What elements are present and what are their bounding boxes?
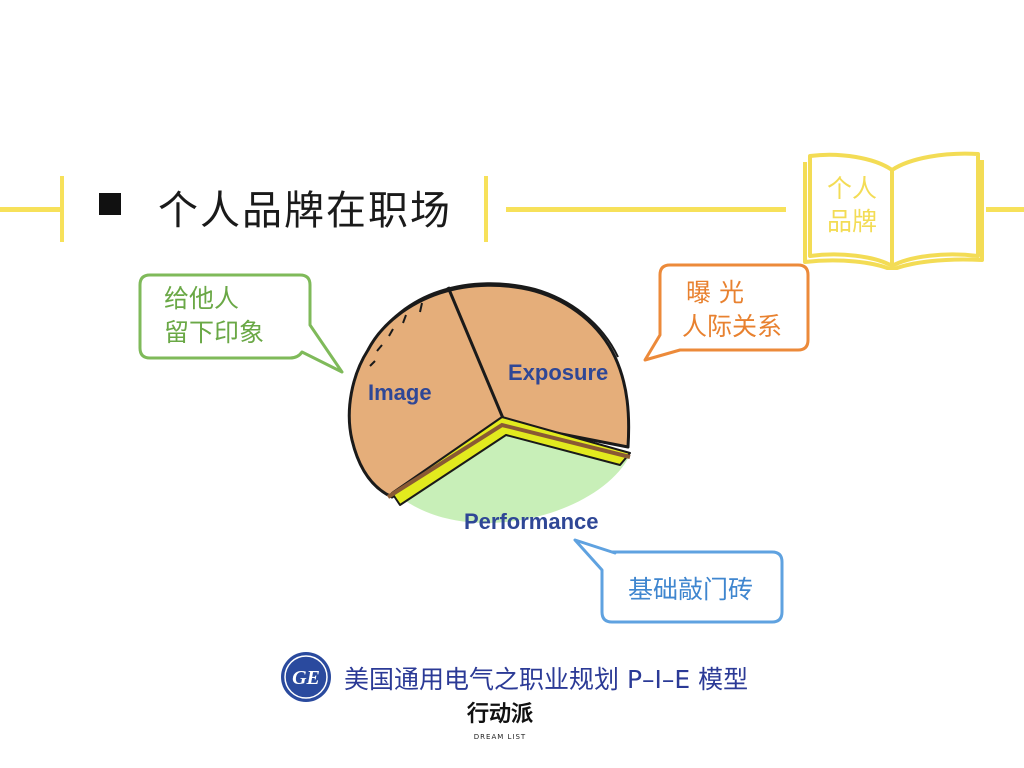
exposure-note-line2: 人际关系 <box>682 312 783 341</box>
title-band-tick-mid <box>484 176 488 242</box>
pie-filling <box>391 416 631 506</box>
green-speech-bubble <box>138 273 344 374</box>
ge-logo-text: GE <box>292 667 320 689</box>
pie-crust <box>347 283 631 499</box>
pie-crust-edge <box>386 422 631 499</box>
book-label: 个人 品牌 <box>820 172 884 238</box>
exposure-note-line1: 曝 光 <box>686 278 744 307</box>
image-note-line2: 留下印象 <box>164 318 265 347</box>
blue-speech-bubble <box>573 538 784 624</box>
ge-logo-icon: GE <box>281 652 331 702</box>
brand-logo-text: 行动派 <box>466 702 533 727</box>
footer-caption: 美国通用电气之职业规划 P–I–E 模型 <box>344 665 749 694</box>
image-note-text: 给他人 留下印象 <box>164 282 264 350</box>
pie-label-performance: Performance <box>464 509 599 534</box>
orange-speech-bubble <box>643 263 810 362</box>
brand-subtitle: DREAM LIST <box>473 733 527 741</box>
image-note-line1: 给他人 <box>164 284 240 313</box>
pie-label-exposure: Exposure <box>508 360 609 385</box>
slice-divider <box>446 286 507 424</box>
title-band-tick-left <box>60 176 64 242</box>
book-label-line2: 品牌 <box>826 207 877 236</box>
title-band-right <box>986 207 1024 212</box>
performance-note-text: 基础敲门砖 <box>628 575 754 604</box>
exposure-note-text: 曝 光 人际关系 <box>682 276 782 344</box>
title-bullet <box>99 193 121 215</box>
page-title: 个人品牌在职场 <box>158 188 452 234</box>
title-band-mid <box>506 207 786 212</box>
pie-label-image: Image <box>368 380 432 405</box>
book-label-line1: 个人 <box>826 174 877 203</box>
open-book-icon <box>803 151 984 270</box>
pie-diagram <box>347 282 631 524</box>
pie-rim <box>369 282 619 358</box>
title-band-left <box>0 207 60 212</box>
